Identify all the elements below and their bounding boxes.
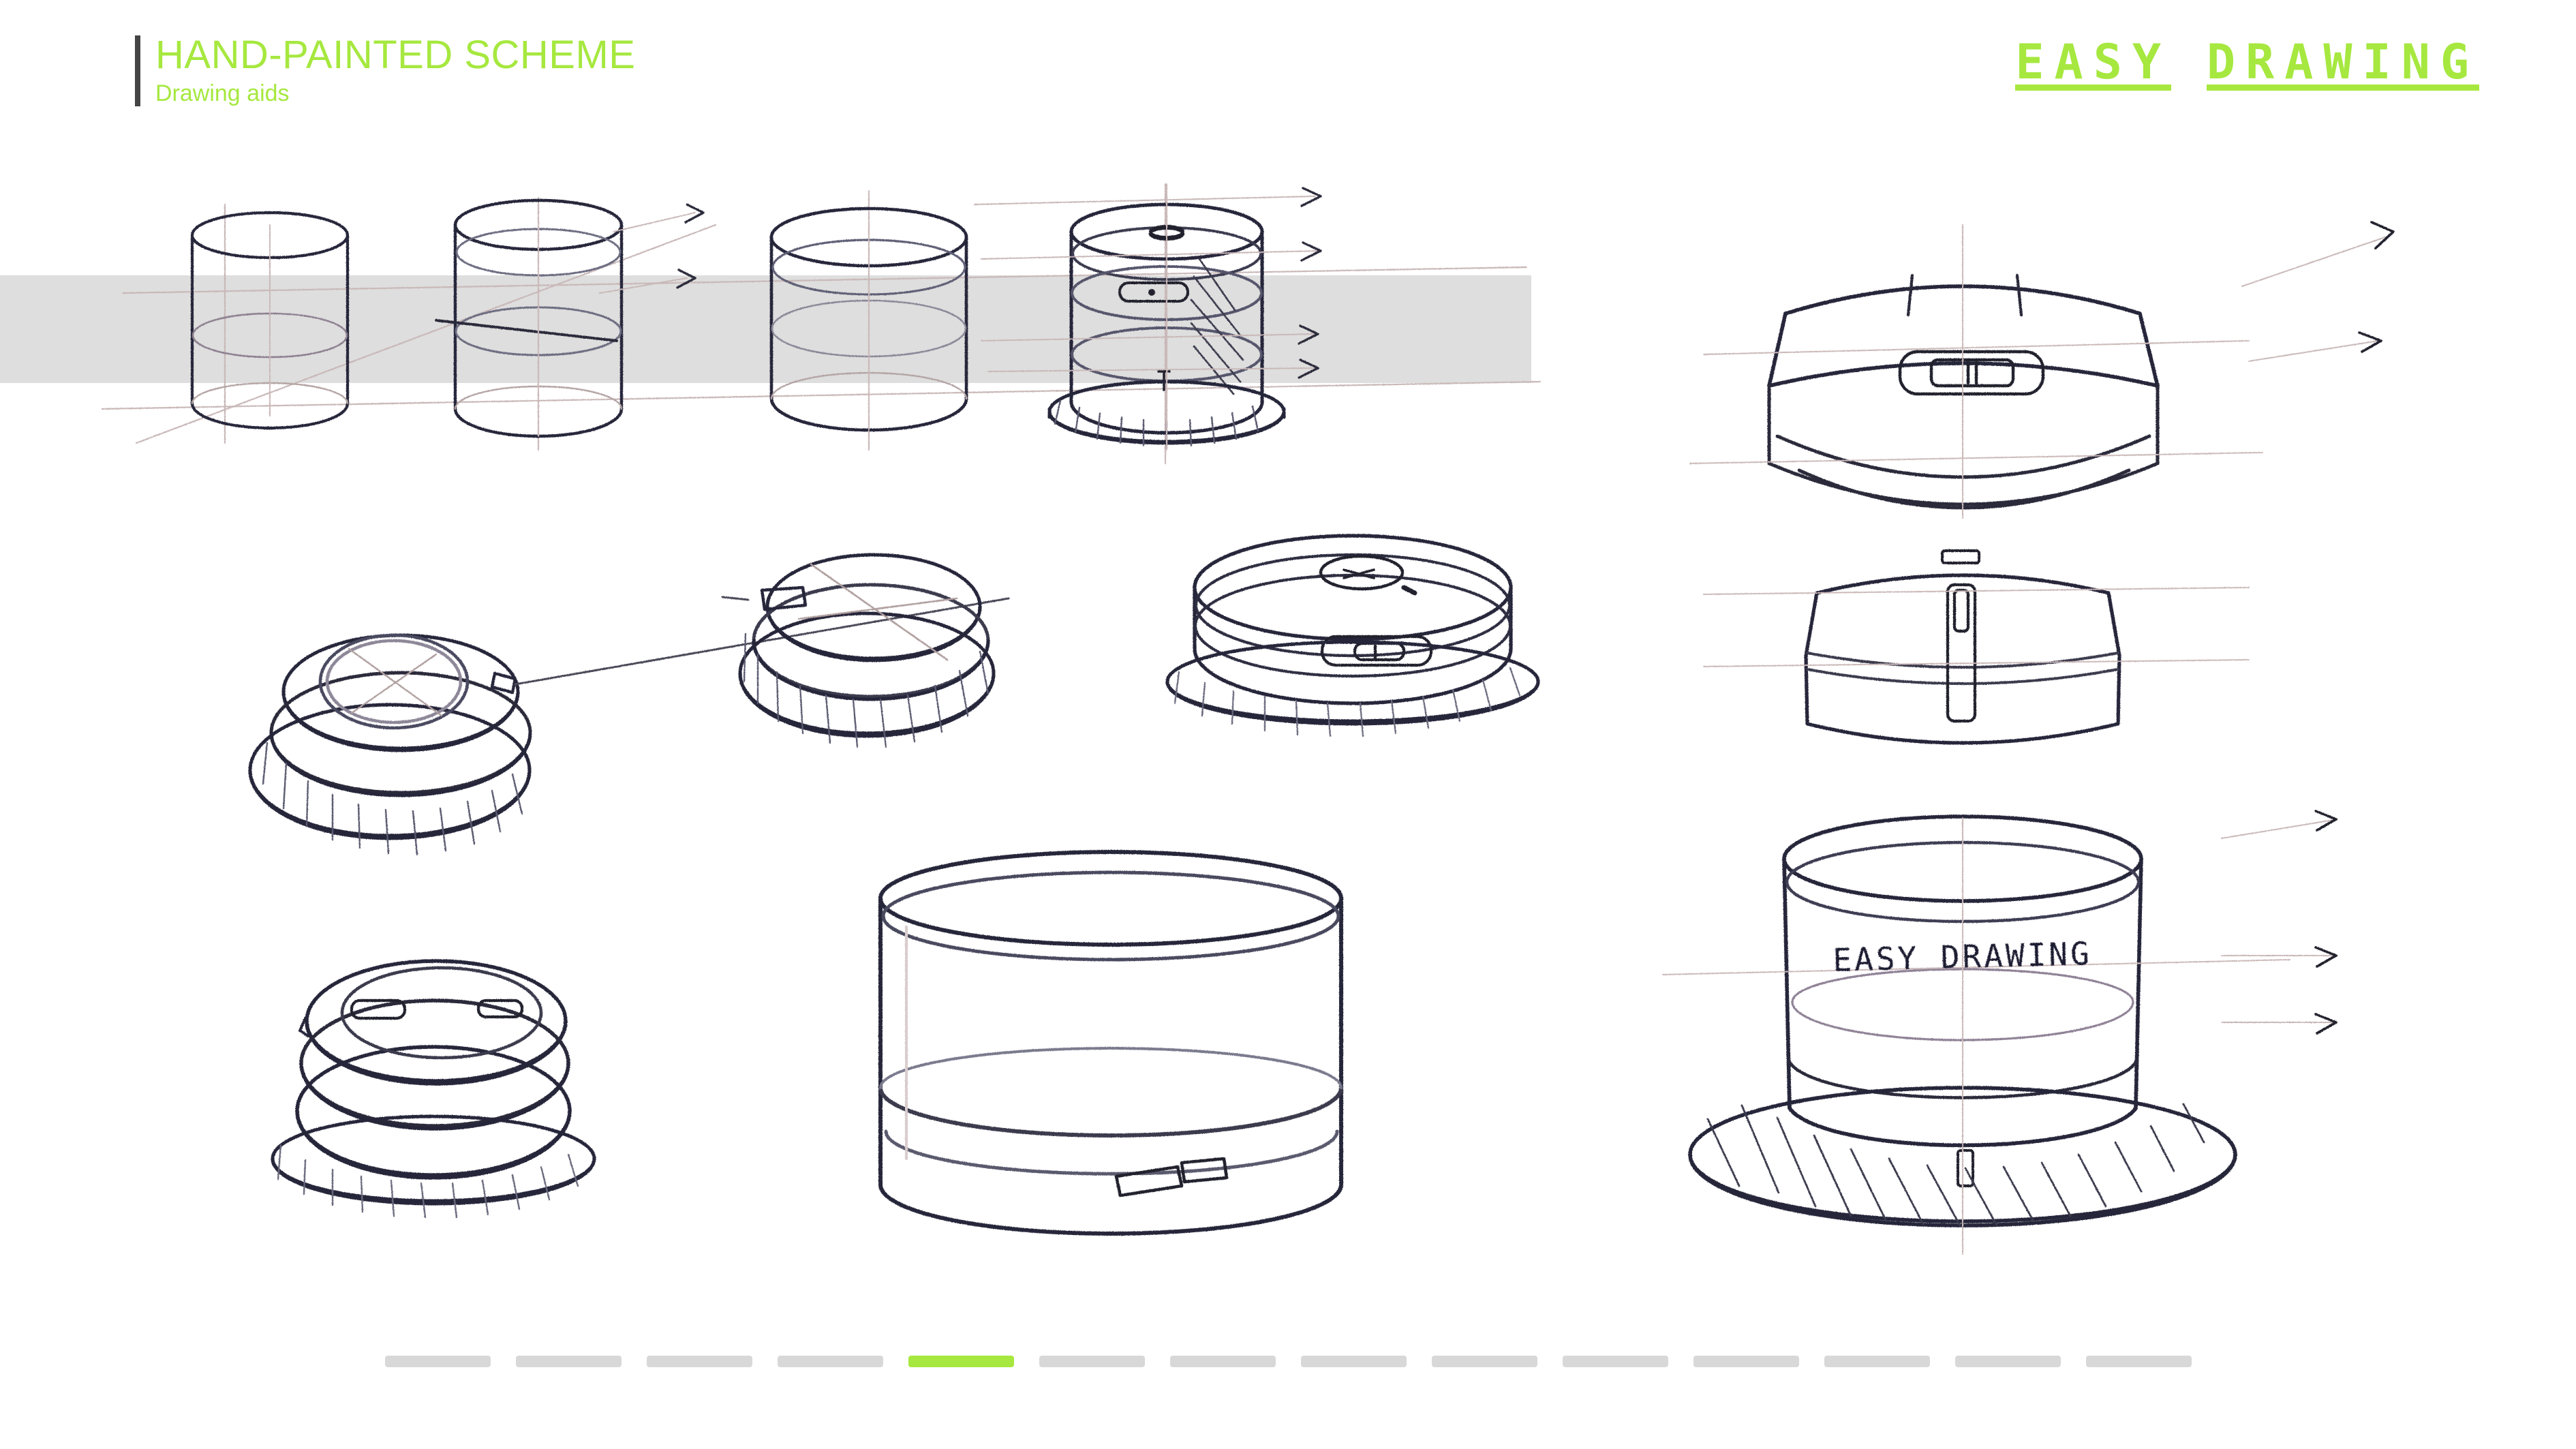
brand-word-easy-text: EASY [2015, 34, 2171, 90]
transparent-tank-sketch [878, 850, 1343, 1236]
page-subtitle: Drawing aids [155, 80, 290, 106]
lid-puck-sketch [721, 553, 996, 748]
pagination-segment-3[interactable] [646, 1356, 752, 1367]
header-text-group: HAND-PAINTED SCHEME Drawing aids [155, 35, 635, 107]
pagination-segment-9[interactable] [1431, 1356, 1537, 1367]
brand-word-easy: EASY [2015, 37, 2171, 91]
brand-word-drawing: DRAWING [2206, 34, 2479, 91]
pagination-segment-7[interactable] [1169, 1356, 1276, 1367]
pagination-segment-14[interactable] [2085, 1356, 2192, 1367]
cylinder-step-1 [190, 211, 350, 430]
pagination-segment-10[interactable] [1562, 1356, 1668, 1367]
pagination-segment-12[interactable] [1824, 1356, 1930, 1367]
perspective-arrow [599, 187, 1322, 379]
page-title: HAND-PAINTED SCHEME [155, 33, 636, 77]
pagination-segment-13[interactable] [1954, 1356, 2061, 1367]
cylinder-step-2 [435, 198, 624, 438]
header-accent-bar [135, 35, 140, 106]
pagination-segment-11[interactable] [1693, 1356, 1799, 1367]
brand-underline-easy [2015, 85, 2171, 91]
pagination-segment-6[interactable] [1039, 1356, 1145, 1367]
pagination-segment-2[interactable] [515, 1356, 622, 1367]
pagination-segment-4[interactable] [777, 1356, 883, 1367]
pagination[interactable] [0, 1356, 2576, 1367]
branded-device-sketch [1662, 814, 2290, 1255]
horizon-band [0, 275, 1531, 383]
cylinder-step-4 [1047, 183, 1286, 451]
device-front-elevation [1689, 224, 2263, 519]
cylinder-step-3 [769, 207, 968, 437]
brand-word-drawing-text: DRAWING [2206, 34, 2479, 90]
handwritten-brand-label: EASY DRAWING [1833, 935, 2093, 979]
device-three-quarter-view [1165, 534, 1540, 737]
lid-top-view-with-crosshair [248, 597, 1010, 856]
brand-underline-drawing [2206, 85, 2479, 91]
device-side-elevation [1703, 549, 2250, 745]
brand-logo: EASY DRAWING [2015, 37, 2479, 91]
pagination-segment-5[interactable] [908, 1356, 1014, 1367]
device-with-two-buttons [271, 959, 596, 1219]
pagination-segment-1[interactable] [384, 1356, 491, 1367]
perspective-arrow [2221, 221, 2395, 1035]
pagination-segment-8[interactable] [1300, 1356, 1407, 1367]
slide-header: HAND-PAINTED SCHEME Drawing aids [135, 35, 635, 107]
